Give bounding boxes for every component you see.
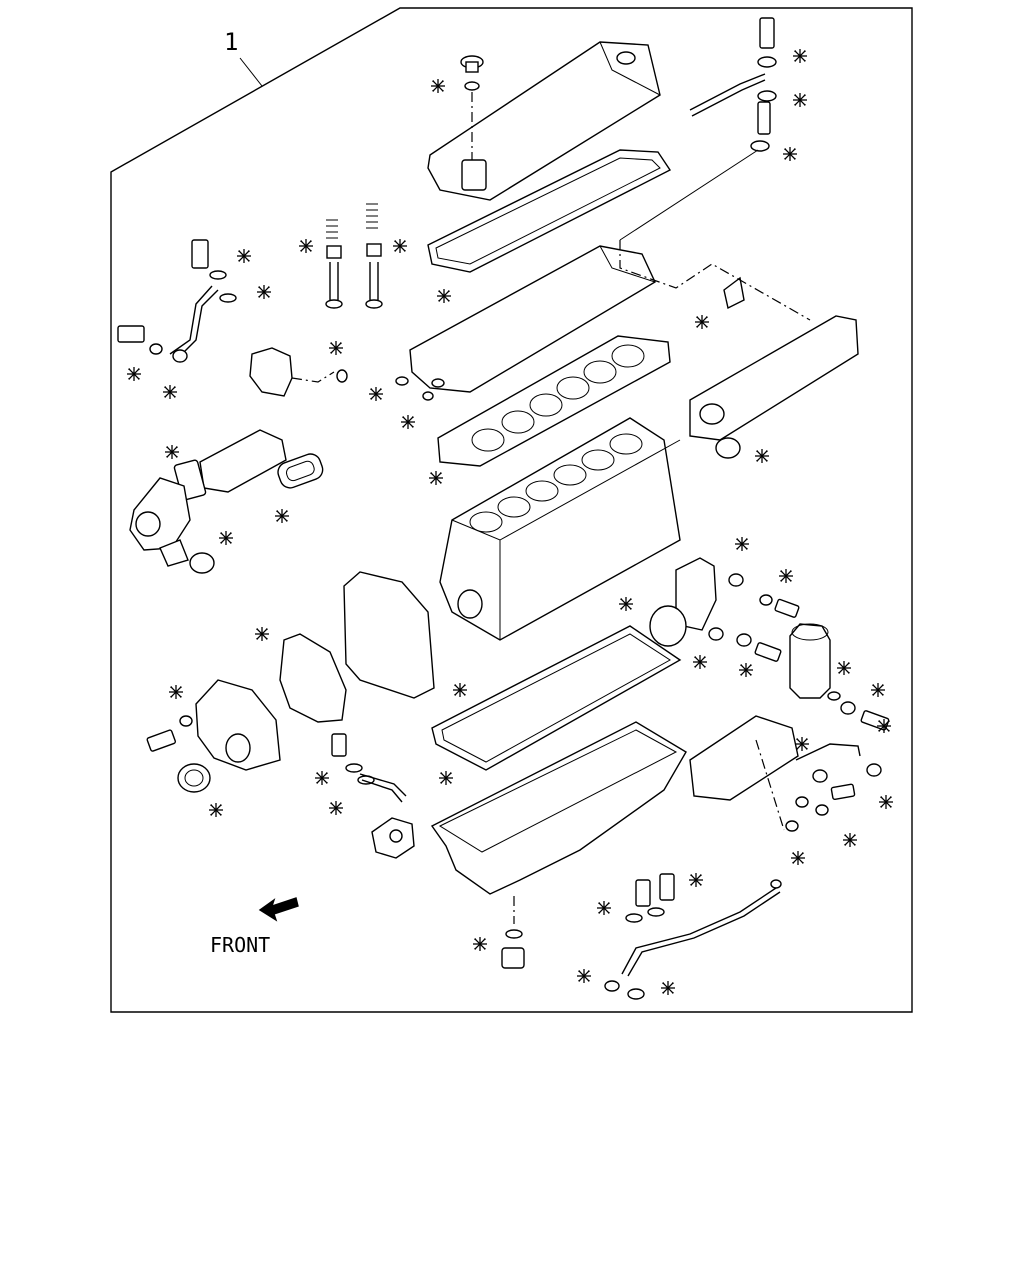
note-mark-34 [439, 771, 453, 785]
water-pump [129, 477, 215, 574]
note-mark-20 [219, 531, 233, 545]
note-mark-37 [879, 795, 893, 809]
note-mark-35 [877, 719, 891, 733]
note-mark-10 [127, 367, 141, 381]
note-mark-38 [843, 833, 857, 847]
intake-manifold [689, 715, 882, 832]
note-mark-4 [783, 147, 797, 161]
thermostat-right [649, 557, 800, 662]
exhaust-manifold [619, 240, 859, 459]
note-mark-13 [369, 387, 383, 401]
note-mark-2 [793, 49, 807, 63]
oil-cooler [173, 429, 324, 501]
oil-pump [331, 733, 415, 859]
thermostat-housing [249, 347, 348, 397]
valve-assembly-left [325, 219, 343, 309]
note-mark-12 [329, 341, 343, 355]
front-arrow-icon [258, 897, 299, 922]
note-mark-36 [795, 737, 809, 751]
note-marks [127, 49, 893, 995]
timing-cover [146, 679, 281, 793]
note-mark-31 [315, 771, 329, 785]
note-mark-44 [661, 981, 675, 995]
note-mark-8 [237, 249, 251, 263]
note-mark-24 [693, 655, 707, 669]
note-mark-14 [401, 415, 415, 429]
note-mark-41 [597, 901, 611, 915]
note-mark-17 [429, 471, 443, 485]
note-mark-16 [755, 449, 769, 463]
note-mark-9 [257, 285, 271, 299]
note-mark-26 [255, 627, 269, 641]
cylinder-head [395, 245, 656, 401]
note-mark-40 [689, 873, 703, 887]
note-mark-21 [735, 537, 749, 551]
gear-case-gasket [279, 633, 347, 723]
note-mark-32 [329, 801, 343, 815]
rocker-cover-gasket [427, 149, 672, 273]
valve-assembly-right [365, 203, 383, 309]
note-mark-3 [793, 93, 807, 107]
injection-pipe-left [117, 239, 237, 363]
injection-pipe-top [619, 17, 777, 241]
cylinder-block [439, 417, 681, 641]
oil-filter [789, 623, 890, 731]
note-mark-28 [169, 685, 183, 699]
item-number-leader [239, 57, 263, 87]
oil-filler-cap [460, 55, 484, 160]
note-mark-23 [619, 597, 633, 611]
rocker-cover [427, 41, 661, 201]
note-mark-11 [163, 385, 177, 399]
front-label: FRONT [210, 933, 270, 957]
note-mark-27 [453, 683, 467, 697]
gear-case-plate [343, 571, 435, 699]
oil-pan [430, 721, 687, 969]
note-mark-6 [393, 239, 407, 253]
oil-pan-gasket [431, 625, 682, 771]
note-mark-29 [837, 661, 851, 675]
note-mark-39 [791, 851, 805, 865]
note-mark-33 [209, 803, 223, 817]
injection-pipe-bottom [604, 873, 782, 1000]
item-number-label: 1 [224, 28, 238, 56]
note-mark-22 [779, 569, 793, 583]
note-mark-18 [165, 445, 179, 459]
note-mark-7 [437, 289, 451, 303]
note-mark-5 [299, 239, 313, 253]
note-mark-15 [695, 315, 709, 329]
note-mark-42 [473, 937, 487, 951]
kit-outline [110, 7, 913, 1013]
head-gasket [437, 335, 671, 467]
note-mark-25 [739, 663, 753, 677]
note-mark-1 [431, 79, 445, 93]
note-mark-43 [577, 969, 591, 983]
note-mark-19 [275, 509, 289, 523]
note-mark-30 [871, 683, 885, 697]
